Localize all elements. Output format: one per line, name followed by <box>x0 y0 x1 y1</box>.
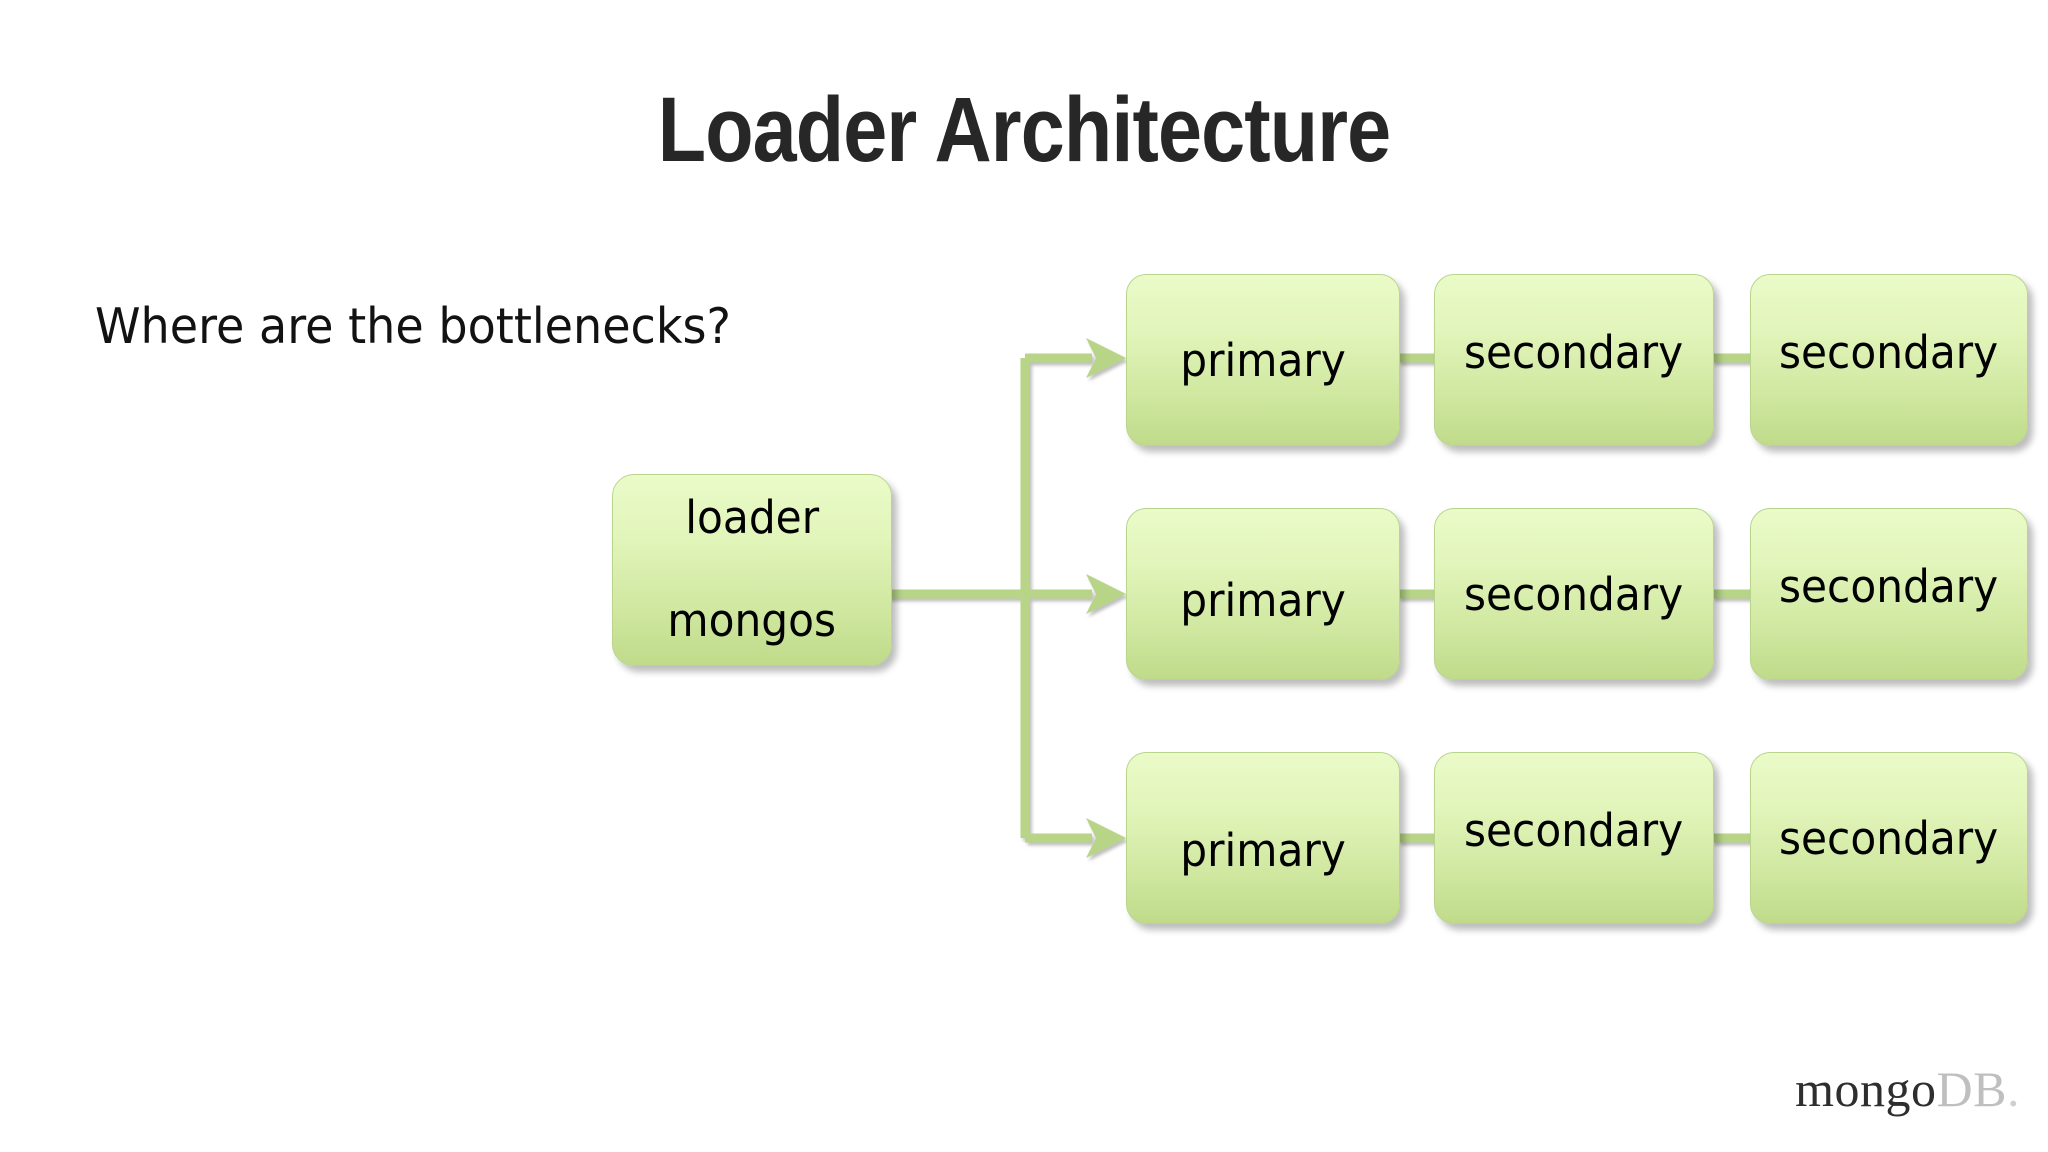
node-rs1-primary[interactable]: primary <box>1126 274 1400 446</box>
node-label: primary <box>1180 573 1346 627</box>
node-label: secondary <box>1464 803 1684 857</box>
node-label: secondary <box>1464 325 1684 379</box>
node-label: secondary <box>1779 559 1999 613</box>
mongodb-logo-db: DB <box>1936 1061 2007 1117</box>
mongodb-logo-dot: . <box>2007 1061 2020 1117</box>
node-rs1-secondary-2[interactable]: secondary <box>1750 274 2028 446</box>
node-rs1-secondary-1[interactable]: secondary <box>1434 274 1714 446</box>
node-rs2-primary[interactable]: primary <box>1126 508 1400 680</box>
node-label: secondary <box>1779 811 1999 865</box>
node-loader-mongos[interactable]: loader mongos <box>612 474 892 666</box>
node-rs3-secondary-1[interactable]: secondary <box>1434 752 1714 924</box>
node-rs2-secondary-1[interactable]: secondary <box>1434 508 1714 680</box>
node-label: primary <box>1180 823 1346 877</box>
arrowhead-row1 <box>1086 338 1126 378</box>
bottleneck-question-text: Where are the bottlenecks? <box>95 298 731 355</box>
arrowhead-row3 <box>1086 818 1126 858</box>
node-label: secondary <box>1779 325 1999 379</box>
node-loader-label-line2: mongos <box>667 594 837 647</box>
node-label: primary <box>1180 333 1346 387</box>
node-rs3-primary[interactable]: primary <box>1126 752 1400 924</box>
page-title: Loader Architecture <box>657 79 1391 181</box>
arrowhead-row2 <box>1086 574 1126 614</box>
node-rs3-secondary-2[interactable]: secondary <box>1750 752 2028 924</box>
node-loader-label-line1: loader <box>685 491 819 544</box>
mongodb-logo-mongo: mongo <box>1795 1061 1937 1117</box>
mongodb-logo: mongoDB. <box>1795 1064 2020 1114</box>
node-rs2-secondary-2[interactable]: secondary <box>1750 508 2028 680</box>
node-label: secondary <box>1464 567 1684 621</box>
